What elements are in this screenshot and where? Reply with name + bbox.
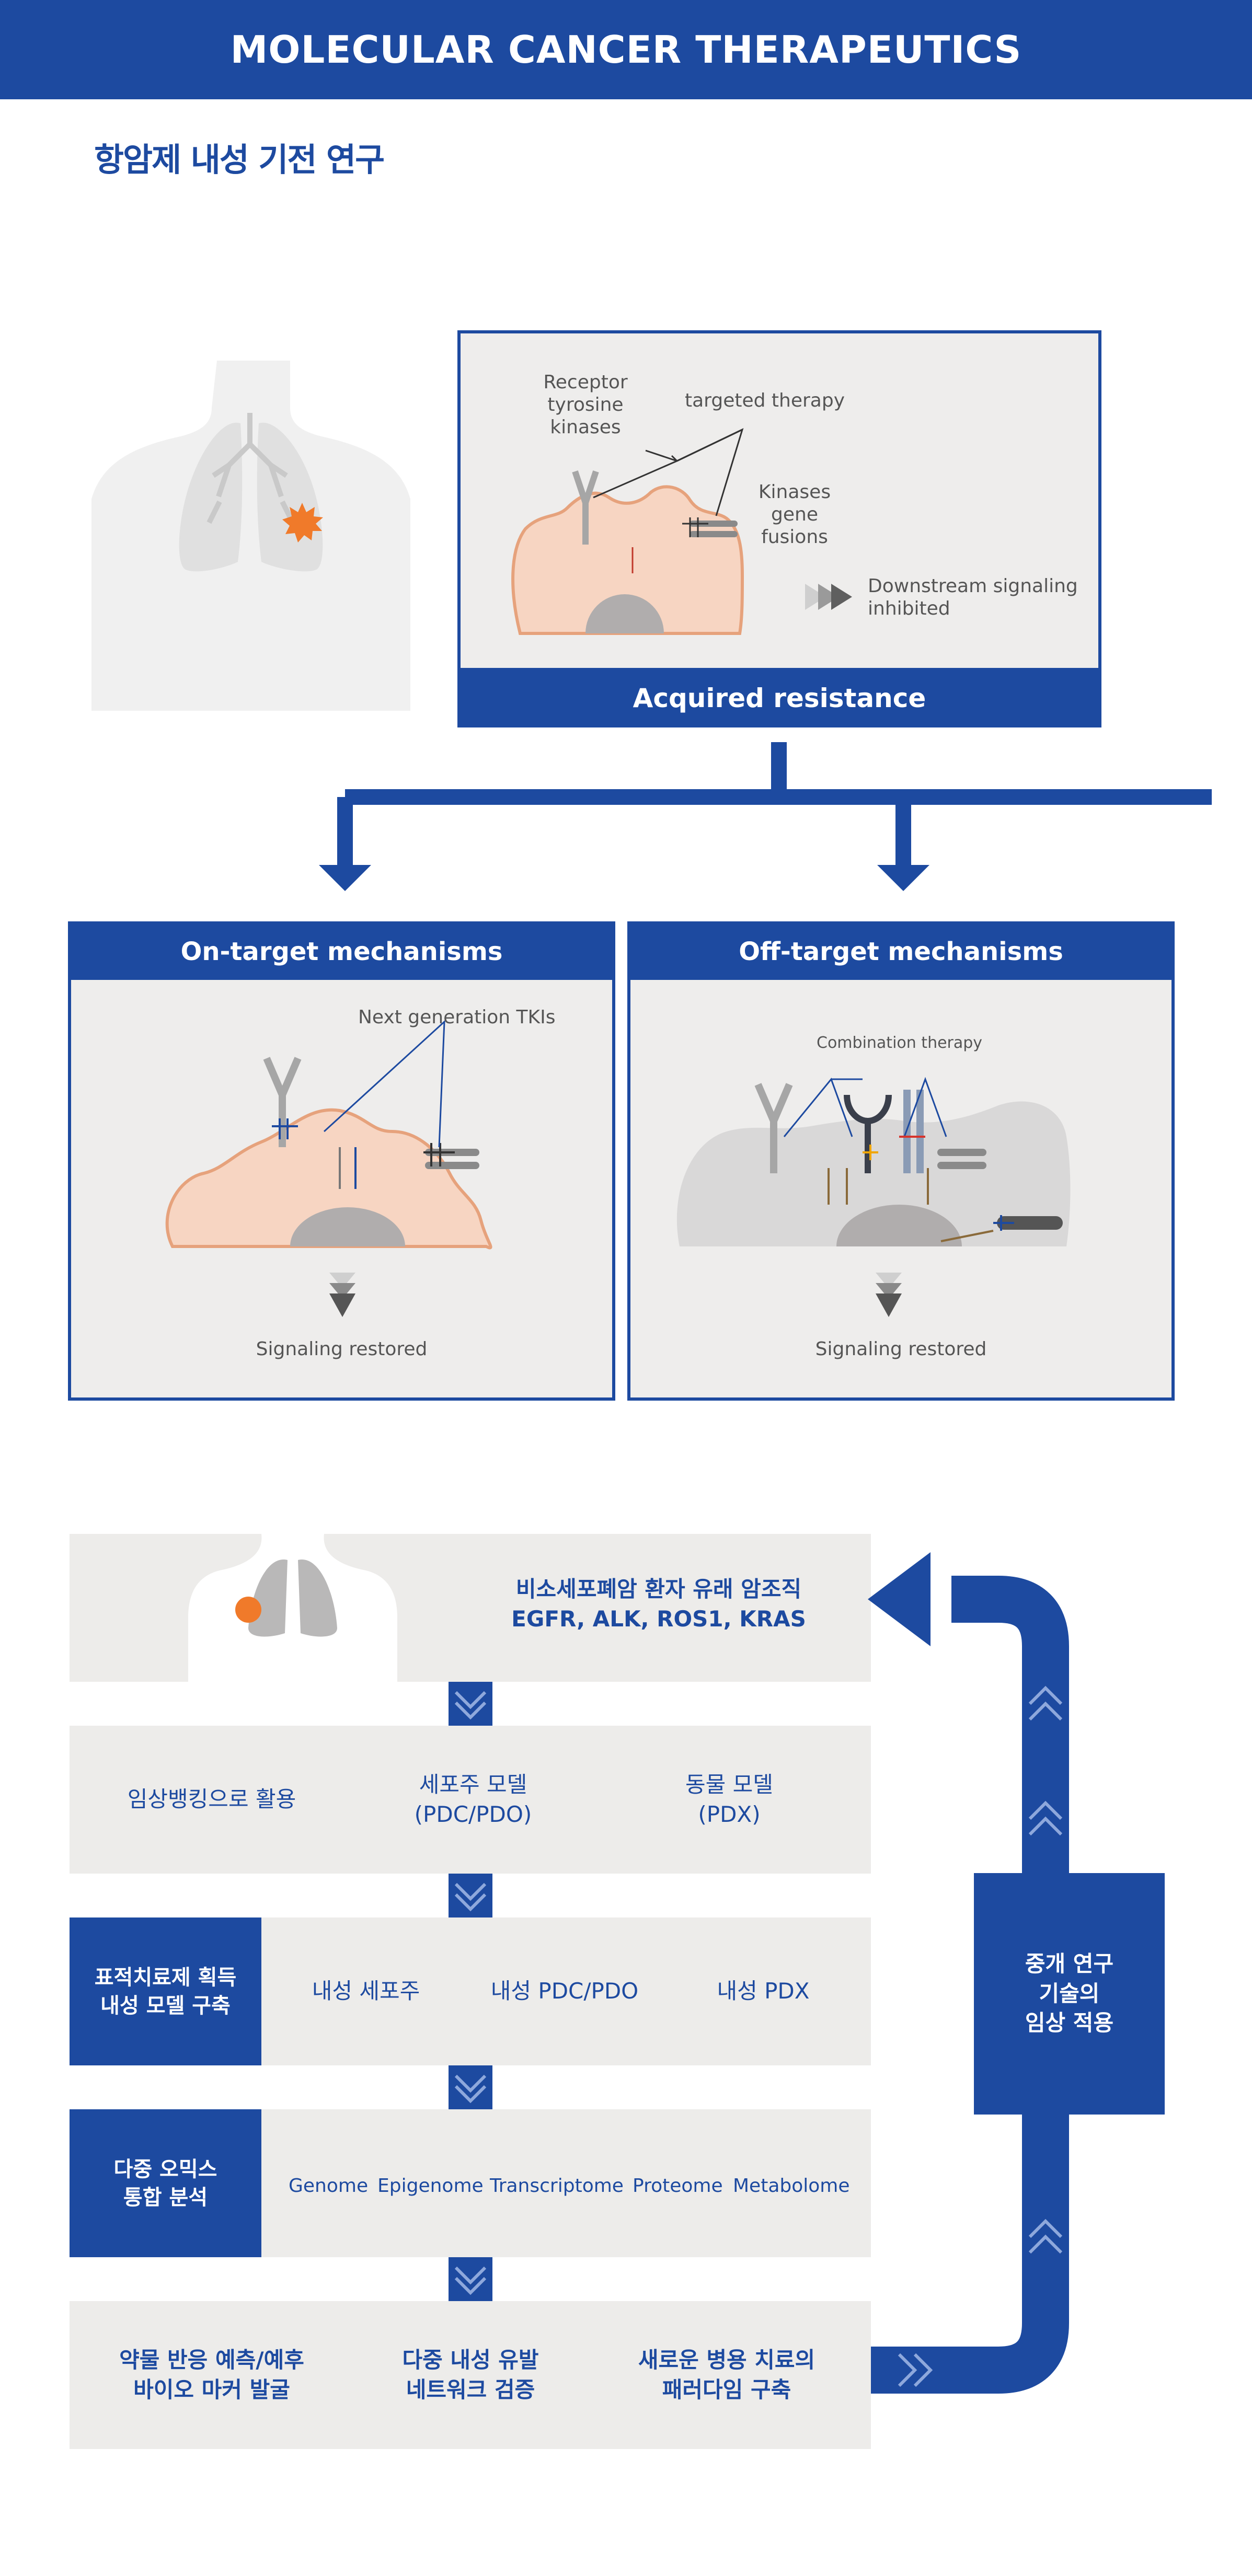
tumor-icon (282, 503, 323, 542)
step3-item3: 내성 PDX (717, 1978, 810, 2004)
step4-label-box: 다중 오믹스 통합 분석 (70, 2109, 261, 2257)
on-target-title: On-target mechanisms (180, 937, 503, 966)
receptor-2 (844, 1094, 892, 1173)
on-target-title-bar: On-target mechanisms (68, 921, 615, 981)
off-target-illustration (676, 1077, 1071, 1317)
downstream-label: Downstream signaling inhibited (868, 575, 1078, 620)
tki-label: Next generation TKIs (358, 1007, 556, 1028)
acquired-resistance-title: Acquired resistance (633, 683, 926, 713)
omics-epigenome: Epigenome (377, 2175, 484, 2197)
torso-shape (188, 1534, 397, 1682)
nucleus (290, 1207, 405, 1246)
drug-blue (272, 1118, 298, 1139)
step3-item2: 내성 PDC/PDO (490, 1978, 639, 2004)
cell-membrane (165, 1108, 492, 1250)
mini-body-silhouette (188, 1534, 397, 1682)
omics-genome: Genome (289, 2175, 369, 2197)
tumor-icon (235, 1597, 261, 1623)
flow-step-2 (70, 1726, 871, 1874)
step5-item1: 약물 반응 예측/예후 바이오 마커 발굴 (119, 2347, 304, 2402)
on-target-illustration (165, 1020, 492, 1317)
omics-proteome: Proteome (633, 2175, 723, 2197)
chevron-3 (449, 2065, 492, 2109)
nucleus (836, 1205, 962, 1246)
chevron-2 (449, 1874, 492, 1917)
step1-line2: EGFR, ALK, ROS1, KRAS (511, 1606, 806, 1632)
branch-connector (319, 742, 1212, 891)
chevron-1 (449, 1682, 492, 1726)
signal-arrows (828, 1168, 994, 1242)
targeted-arrow-2 (676, 428, 744, 516)
fusion-icon (937, 1149, 986, 1169)
chevron-marks (898, 1685, 1063, 2387)
step5-item3: 새로운 병용 치료의 패러다임 구축 (638, 2347, 815, 2402)
step1-text: 비소세포폐암 환자 유래 암조직 EGFR, ALK, ROS1, KRAS (470, 1563, 847, 1646)
top-panel-illustration (511, 428, 852, 635)
step3-label-box: 표적치료제 획득 내성 모델 구축 (70, 1917, 261, 2065)
left-lung (179, 422, 243, 572)
torso-shape (91, 361, 410, 711)
drug-mark (682, 517, 708, 537)
omics-metabolome: Metabolome (733, 2175, 850, 2197)
header-title: MOLECULAR CANCER THERAPEUTICS (230, 28, 1022, 72)
drug-yellow (863, 1145, 878, 1160)
step1-line1: 비소세포폐암 환자 유래 암조직 (515, 1576, 802, 1602)
omics-transcriptome: Transcriptome (490, 2175, 624, 2197)
nucleus (585, 594, 664, 633)
off-target-title: Off-target mechanisms (739, 937, 1063, 966)
drug-blue (993, 1215, 1014, 1231)
acquired-resistance-bar: Acquired resistance (457, 669, 1101, 727)
step3-item1: 내성 세포주 (312, 1978, 420, 2004)
combo-lines (783, 1077, 947, 1137)
arrow-right-icon (877, 865, 929, 891)
off-target-restored-label: Signaling restored (815, 1338, 987, 1360)
arrow-up-icon (868, 1552, 931, 1646)
bronchi (206, 413, 295, 524)
receptor-1 (754, 1083, 793, 1173)
receptor-label: Receptor tyrosine kinases (543, 372, 628, 438)
chevron-4 (449, 2257, 492, 2301)
downstream-arrows-icon (805, 584, 826, 610)
lungs (248, 1560, 337, 1637)
step2-item3: 동물 모델 (PDX) (685, 1771, 773, 1827)
fusion-label: Kinases gene fusions (758, 481, 831, 548)
flow-step-5 (70, 2301, 871, 2449)
drug-mark (423, 1143, 455, 1166)
step2-item2: 세포주 모델 (PDC/PDO) (414, 1771, 532, 1827)
tki-lines (323, 1020, 445, 1148)
clinical-application-box: 중개 연구 기술의 임상 적용 (974, 1873, 1165, 2115)
step5-item2: 다중 내성 유발 네트워크 검증 (402, 2347, 539, 2402)
step2-item1: 임상뱅킹으로 활용 (127, 1786, 296, 1812)
targeted-therapy-label: targeted therapy (685, 390, 845, 411)
restored-arrow-icon (876, 1273, 902, 1288)
page-header: MOLECULAR CANCER THERAPEUTICS (0, 0, 1252, 99)
restored-arrow-icon (329, 1273, 355, 1288)
arrow-left-icon (319, 865, 371, 891)
off-target-title-bar: Off-target mechanisms (627, 921, 1175, 981)
receptor-icon (263, 1057, 302, 1147)
body-silhouette (91, 361, 410, 711)
on-target-restored-label: Signaling restored (256, 1338, 428, 1360)
combo-label: Combination therapy (817, 1034, 983, 1052)
receptor-icon (572, 470, 599, 545)
page-subtitle: 항암제 내성 기전 연구 (94, 141, 385, 179)
